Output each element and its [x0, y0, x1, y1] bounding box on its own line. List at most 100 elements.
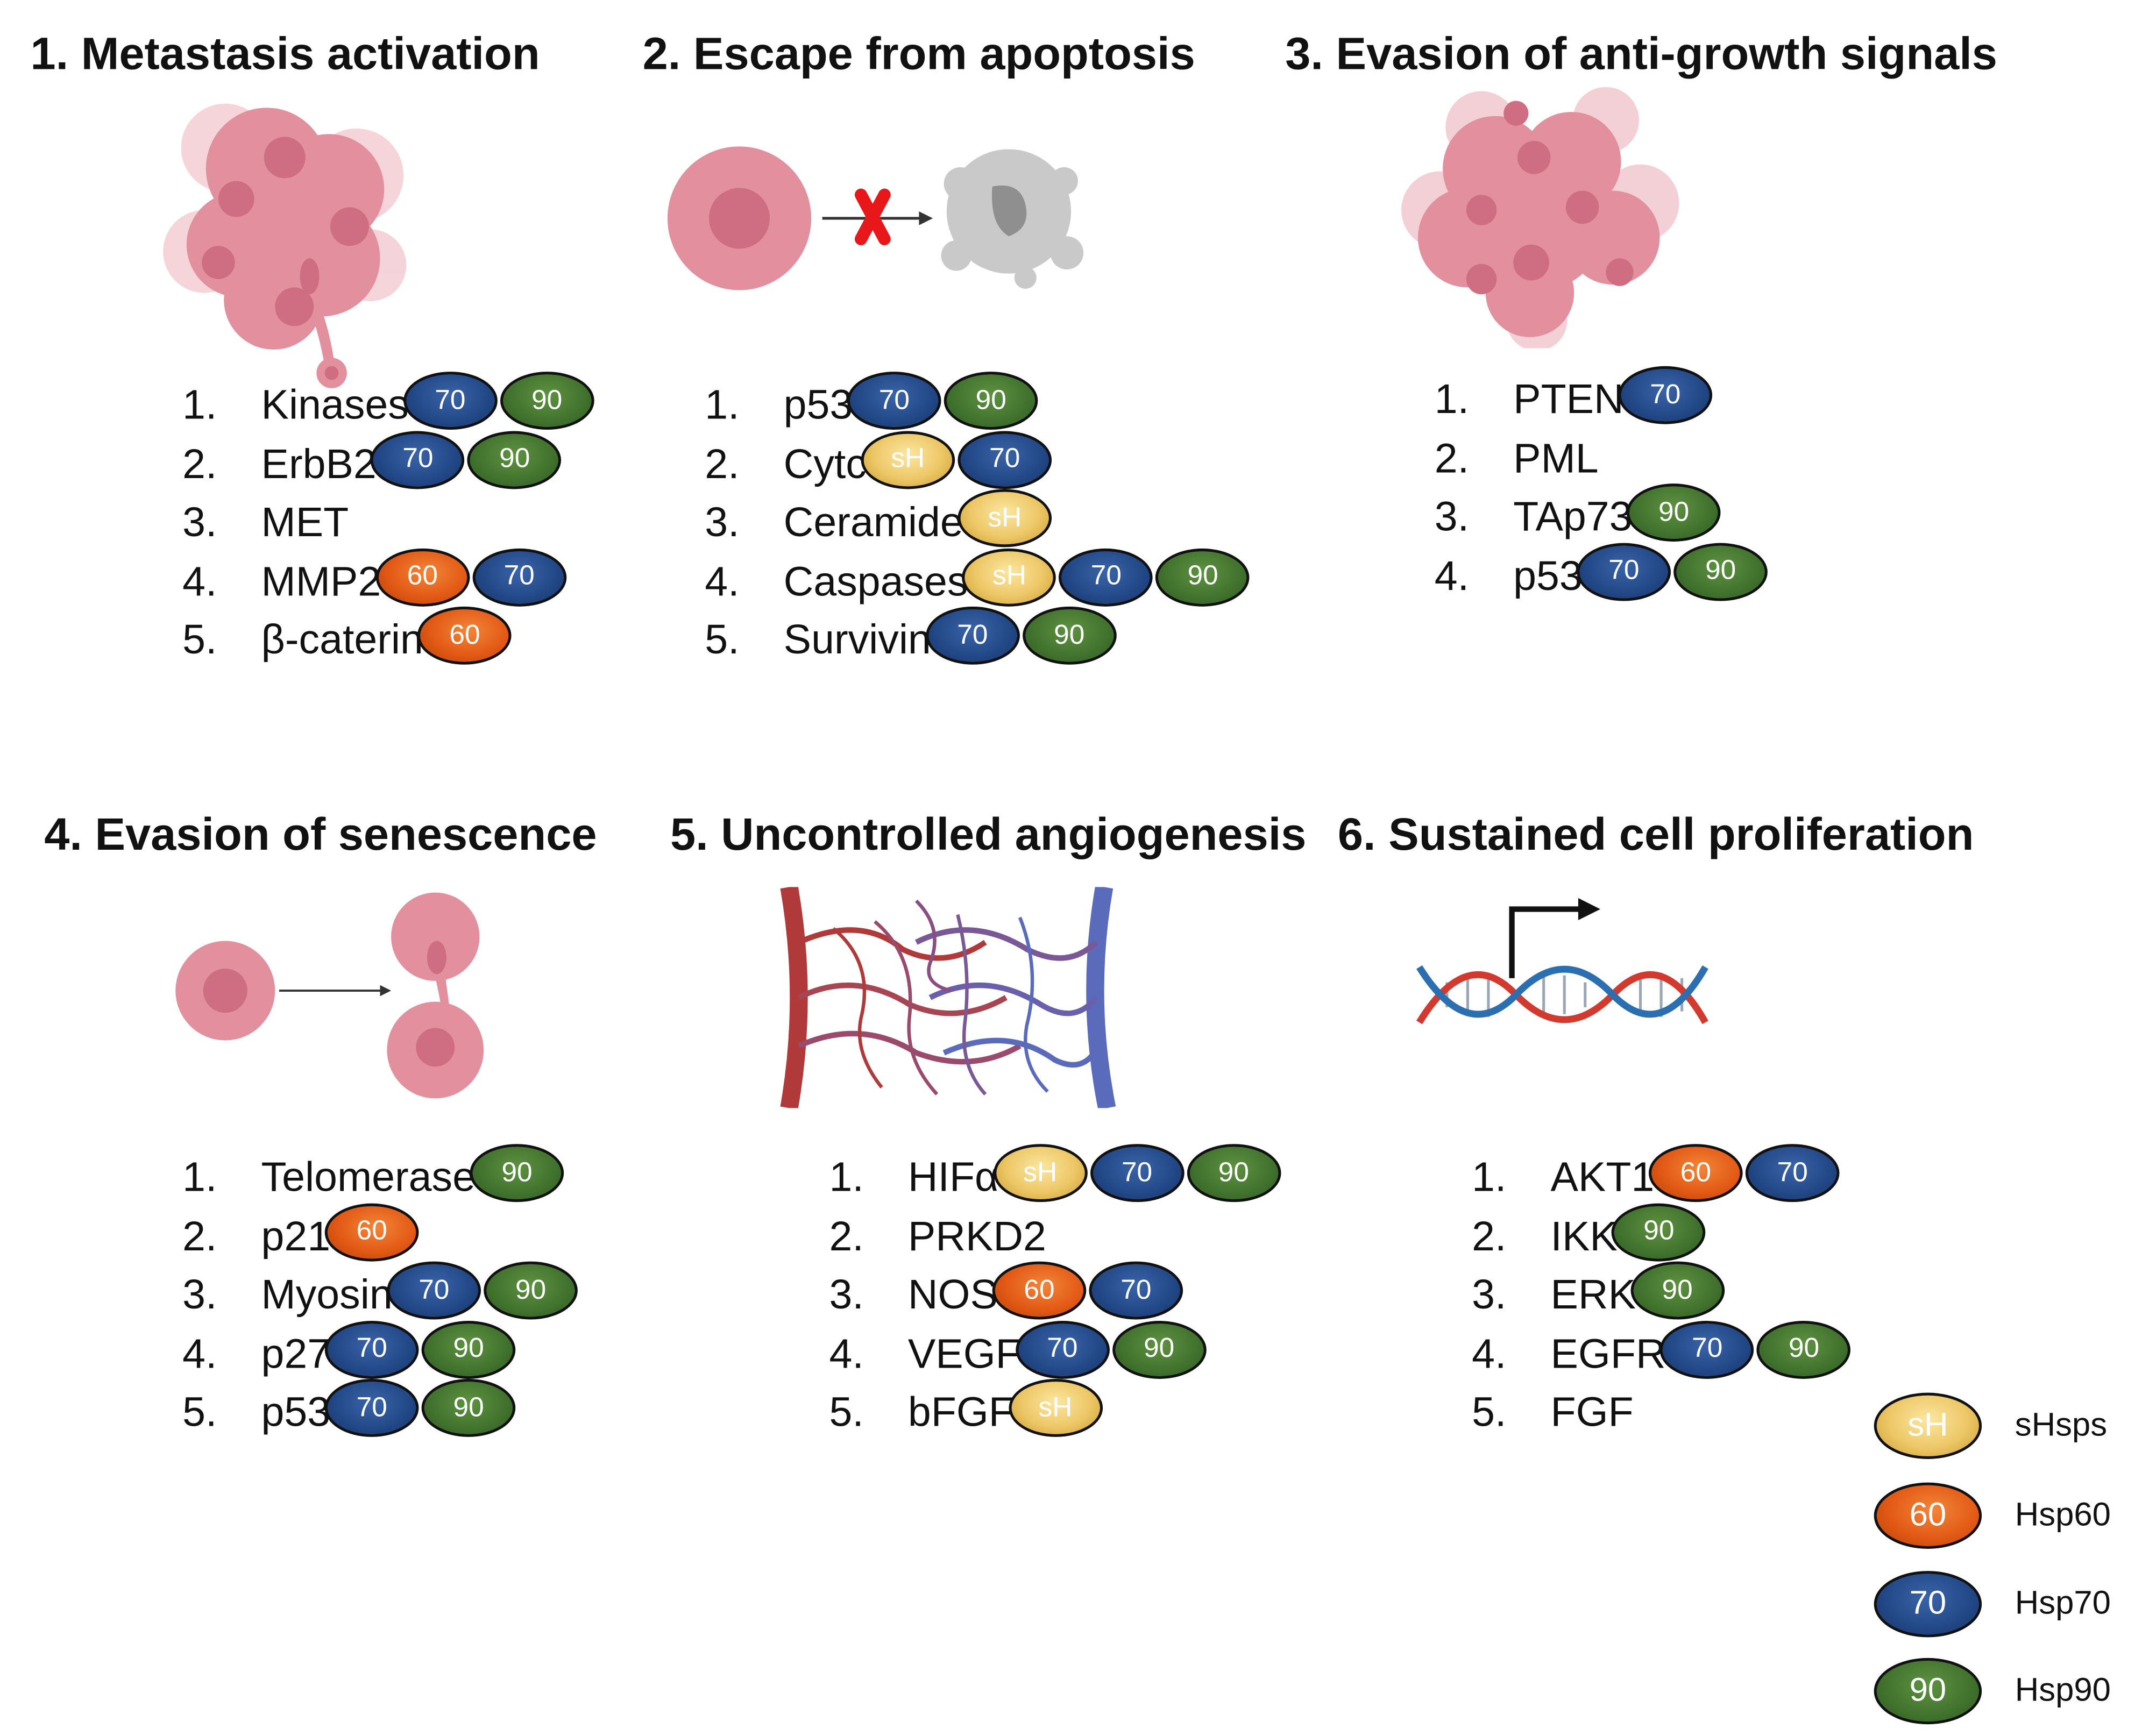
legend-label: Hsp60	[2015, 1496, 2111, 1534]
badge-hsp70-icon: 70	[403, 372, 498, 430]
item-number: 2.	[829, 1213, 864, 1260]
client-protein-name: Cytc	[783, 441, 867, 487]
legend-label: sHsps	[2015, 1406, 2108, 1444]
item-number: 2.	[1434, 436, 1470, 482]
badge-hsp90-icon: 90	[467, 430, 562, 489]
badge-hsp60-icon: 60	[375, 547, 470, 606]
badge-hsp60-icon: 60	[1649, 1144, 1743, 1203]
item-number: 5.	[1472, 1390, 1507, 1436]
item-number: 2.	[182, 1213, 217, 1260]
client-protein-name: p53	[261, 1390, 331, 1436]
item-number: 3.	[705, 500, 740, 546]
client-protein-name: ErbB2	[261, 441, 377, 487]
client-protein-name: Survivin	[783, 617, 931, 664]
client-protein-name: HIFα	[907, 1155, 999, 1201]
panel-title-anti-growth: 3. Evasion of anti-growth signals	[1285, 27, 1997, 79]
badge-hsp70-icon: 70	[324, 1378, 419, 1437]
badge-hsp90-icon: 90	[1022, 606, 1117, 665]
client-protein-name: MMP2	[261, 559, 381, 604]
item-number: 5.	[182, 1390, 217, 1436]
badge-hsp70-icon: 70	[1660, 1320, 1755, 1378]
badge-shsp-icon: sH	[1874, 1392, 1982, 1459]
client-protein-name: PRKD2	[907, 1213, 1046, 1260]
item-number: 3.	[829, 1272, 864, 1318]
client-protein-name: TAp73	[1513, 494, 1633, 540]
badge-hsp70-icon: 70	[958, 430, 1052, 489]
item-number: 4.	[182, 1331, 217, 1377]
client-protein-name: FGF	[1550, 1390, 1634, 1436]
client-protein-name: NOS	[907, 1272, 998, 1318]
badge-hsp70-icon: 70	[1874, 1571, 1982, 1638]
client-protein-name: Caspases	[783, 559, 968, 604]
badge-hsp70-icon: 70	[1618, 366, 1713, 424]
badge-hsp90-icon: 90	[1627, 483, 1721, 542]
badge-hsp90-icon: 90	[421, 1378, 516, 1437]
client-protein-name: bFGF	[907, 1390, 1014, 1436]
panel-title-apoptosis: 2. Escape from apoptosis	[642, 27, 1195, 79]
badge-hsp90-icon: 90	[470, 1144, 564, 1203]
legend-item-hsp70: 70 Hsp70	[1874, 1571, 2149, 1638]
badge-hsp90-icon: 90	[500, 372, 594, 430]
badge-hsp70-icon: 70	[324, 1320, 419, 1378]
item-number: 2.	[182, 441, 217, 487]
client-protein-name: p53	[1513, 553, 1583, 599]
badge-hsp60-icon: 60	[417, 606, 512, 665]
item-number: 2.	[705, 441, 740, 487]
badge-hsp90-icon: 90	[1874, 1657, 1982, 1725]
badge-hsp70-icon: 70	[1090, 1144, 1184, 1203]
client-protein-name: p27	[261, 1331, 331, 1377]
badge-shsp-icon: sH	[993, 1144, 1088, 1203]
badge-shsp-icon: sH	[861, 430, 955, 489]
badge-hsp70-icon: 70	[371, 430, 465, 489]
cell-division-illustration	[175, 892, 484, 1099]
arrow-right-icon	[1578, 898, 1601, 921]
panel-title-senescence: 4. Evasion of senescence	[44, 808, 597, 859]
badge-shsp-icon: sH	[958, 489, 1052, 547]
item-number: 5.	[705, 617, 740, 664]
badge-hsp70-icon: 70	[847, 372, 941, 430]
panel-title-proliferation: 6. Sustained cell proliferation	[1337, 808, 1974, 859]
badge-hsp60-icon: 60	[1874, 1482, 1982, 1549]
badge-hsp90-icon: 90	[1612, 1203, 1706, 1261]
badge-hsp70-icon: 70	[1015, 1320, 1110, 1378]
item-number: 4.	[829, 1331, 864, 1377]
client-protein-name: ERK	[1550, 1272, 1636, 1318]
client-protein-name: MET	[261, 500, 349, 546]
dna-transcription-illustration	[1416, 898, 1708, 1024]
item-number: 1.	[705, 382, 740, 429]
client-protein-name: PTEN	[1513, 377, 1624, 423]
client-protein-name: IKK	[1550, 1213, 1618, 1260]
badge-hsp70-icon: 70	[387, 1261, 481, 1320]
item-number: 3.	[182, 1272, 217, 1318]
badge-hsp90-icon: 90	[944, 372, 1038, 430]
legend-label: Hsp70	[2015, 1584, 2111, 1623]
badge-hsp70-icon: 70	[1577, 542, 1671, 601]
item-number: 4.	[182, 559, 217, 604]
item-number: 4.	[1434, 553, 1470, 599]
legend-item-shsps: sH sHsps	[1874, 1392, 2149, 1459]
legend-label: Hsp90	[2015, 1671, 2111, 1709]
item-number: 5.	[829, 1390, 864, 1436]
badge-hsp70-icon: 70	[472, 547, 566, 606]
client-protein-name: VEGF	[907, 1331, 1021, 1377]
badge-hsp90-icon: 90	[1112, 1320, 1207, 1378]
client-protein-name: β-caterin	[261, 617, 423, 664]
item-number: 4.	[705, 559, 740, 604]
badge-hsp90-icon: 90	[484, 1261, 578, 1320]
badge-hsp60-icon: 60	[992, 1261, 1087, 1320]
tumor-mass-illustration	[1401, 87, 1679, 348]
item-number: 3.	[182, 500, 217, 546]
client-protein-name: Ceramide	[783, 500, 963, 546]
blood-vessel-network-illustration	[780, 887, 1116, 1108]
badge-hsp90-icon: 90	[1757, 1320, 1851, 1378]
client-protein-name: p53	[783, 382, 853, 429]
badge-hsp70-icon: 70	[1059, 547, 1153, 606]
client-protein-name: EGFR	[1550, 1331, 1666, 1377]
metastasis-cell-cluster-illustration	[163, 103, 407, 388]
item-number: 1.	[182, 1155, 217, 1201]
badge-hsp90-icon: 90	[1630, 1261, 1725, 1320]
badge-shsp-icon: sH	[962, 547, 1056, 606]
item-number: 2.	[1472, 1213, 1507, 1260]
badge-hsp60-icon: 60	[324, 1203, 419, 1261]
item-number: 1.	[182, 382, 217, 429]
